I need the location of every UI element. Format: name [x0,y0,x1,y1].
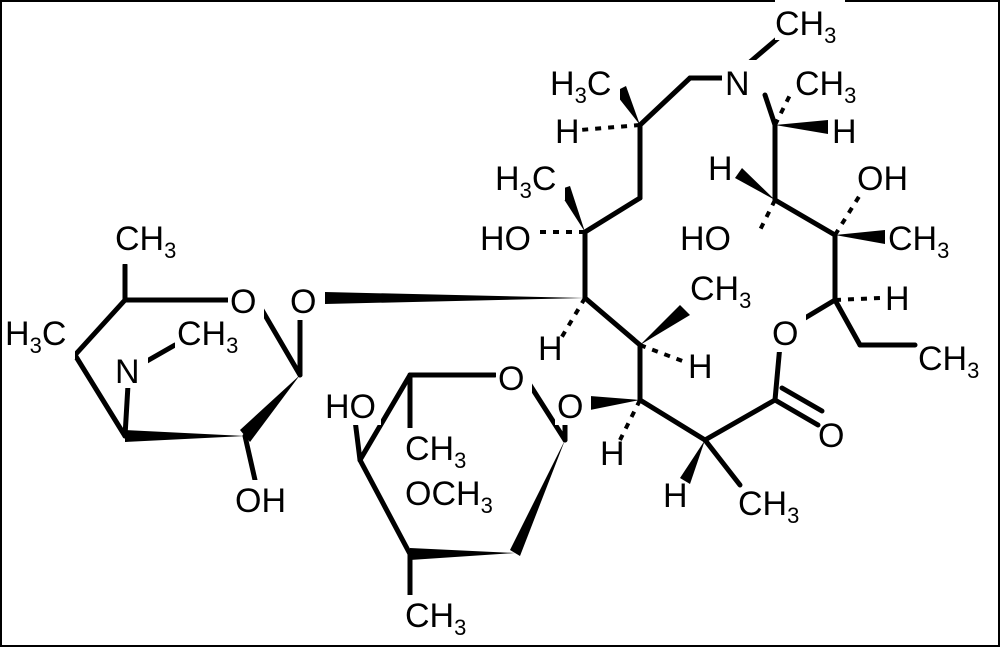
wedge-bond [125,430,245,442]
wedge-bond [735,168,775,200]
label-och3-sugar-right: OCH3 [405,475,493,518]
label-ch3-sugar-left-top: CH3 [115,220,176,263]
bond [242,433,258,483]
bond [702,397,778,443]
wedge-bond [640,305,690,345]
wedge-bond [775,120,828,134]
label-h-right-upper: H [708,150,733,188]
label-ch3-right: CH3 [888,220,949,263]
bond [762,92,778,128]
label-ch3-sugar-left-n: CH3 [177,315,238,358]
label-oh-right: OH [857,160,908,198]
label-h3c-mid: H3C [495,160,556,203]
label-ch3-n-right: CH3 [795,65,856,108]
label-h-top-right: H [832,113,857,151]
macrolide-ring-bonds [582,25,918,443]
label-ch3-sugar-right: CH3 [405,430,466,473]
bond [637,397,708,443]
label-ch3-top: CH3 [775,5,836,48]
bond [702,437,743,488]
label-ho-mid: HO [480,220,531,258]
label-o-glyco-left: O [290,283,316,321]
wedge-bond [240,375,300,442]
bond [772,197,838,238]
hash-bond [618,399,642,441]
label-h3c-top-left: H3C [550,65,611,108]
bond [259,307,303,378]
label-ch3-sugar-right-bottom: CH3 [405,597,466,640]
hash-bond [834,296,881,302]
hash-bond [579,123,641,132]
bond [357,372,413,463]
label-ho-sugar-right: HO [325,388,376,426]
label-ch3-ethyl: CH3 [918,340,979,383]
label-h-lower-1: H [600,435,625,473]
left-sugar-bonds [72,262,303,483]
atom-labels: CH3 N CH3 H3C H H H3C HO H OH HO CH3 CH3 [3,0,979,640]
label-o-sugar-left-ring: O [230,283,256,321]
bond [582,295,643,348]
label-o-lactone: O [772,315,798,353]
label-ch3-lower: CH3 [738,485,799,528]
label-o-carbonyl: O [818,417,844,455]
wedge-bond [410,548,515,560]
wedge-bond [680,440,705,484]
bond [832,297,863,348]
label-h-ring-left: H [538,330,563,368]
bond [802,297,838,321]
wedge-bond [614,86,640,125]
bond [122,382,131,439]
label-n-sugar-left: N [115,353,140,391]
wedge-bond [590,396,640,410]
hash-bond [558,296,587,342]
bond [772,397,821,428]
bond [352,417,363,463]
wedge-bond [835,230,885,244]
label-oh-sugar-left: OH [235,482,286,520]
label-o-sugar-right-ring: O [498,360,524,398]
hash-bond [758,199,777,231]
hash-bond [639,343,686,364]
bond [582,195,643,235]
label-h-lower-2: H [663,477,688,515]
macrolide-stereo-bonds [325,86,885,488]
wedge-bond [510,440,565,556]
right-sugar-bonds [352,372,568,598]
bond [779,385,825,414]
label-h3c-sugar-left: H3C [5,315,66,358]
label-h-top-left: H [555,113,580,151]
bond [357,457,413,557]
label-h-ring-right: H [885,280,910,318]
bond [527,382,568,443]
bond [637,75,693,128]
bond [72,352,128,439]
label-h-center-right: H [688,348,713,386]
label-o-glyco-right: O [557,388,583,426]
label-ho-right: HO [680,220,731,258]
hash-bond [833,193,862,237]
wedge-bond [325,292,585,304]
label-n-ring: N [725,65,750,103]
bond [772,342,783,403]
bond [72,297,128,358]
label-ch3-center: CH3 [690,270,751,313]
hash-bond [773,94,792,126]
